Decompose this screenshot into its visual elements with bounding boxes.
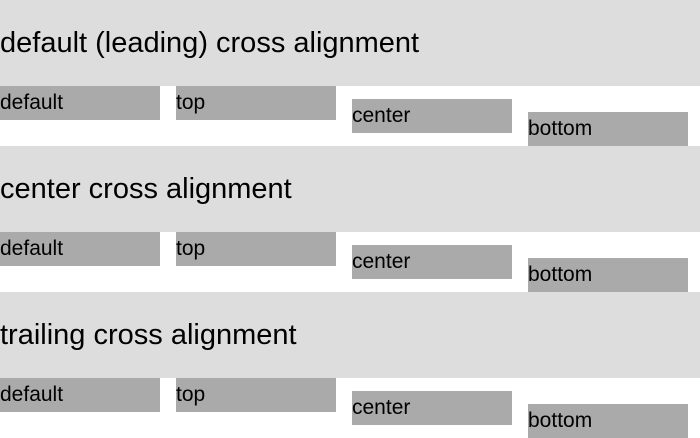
section-title: default (leading) cross alignment [0, 27, 420, 59]
item-label: bottom [528, 263, 593, 286]
item-bottom: bottom [528, 112, 688, 146]
item-label: top [176, 383, 206, 406]
item-label: center [352, 396, 411, 419]
section-trailing: trailing cross alignment default top cen… [0, 292, 700, 438]
item-label: center [352, 250, 411, 273]
item-label: center [352, 104, 411, 127]
alignment-row: default top center bottom [0, 86, 700, 146]
item-center: center [352, 99, 512, 133]
section-title: trailing cross alignment [0, 319, 297, 351]
item-top: top [176, 232, 336, 266]
item-default: default [0, 86, 160, 120]
item-label: default [0, 237, 64, 260]
item-label: top [176, 237, 206, 260]
section-header: center cross alignment [0, 146, 700, 232]
section-leading: default (leading) cross alignment defaul… [0, 0, 700, 146]
item-center: center [352, 245, 512, 279]
item-center: center [352, 391, 512, 425]
section-center: center cross alignment default top cente… [0, 146, 700, 292]
item-label: top [176, 91, 206, 114]
item-label: default [0, 91, 64, 114]
alignment-row: default top center bottom [0, 378, 700, 438]
item-label: bottom [528, 117, 593, 140]
item-default: default [0, 232, 160, 266]
section-header: default (leading) cross alignment [0, 0, 700, 86]
item-label: bottom [528, 409, 593, 432]
item-label: default [0, 383, 64, 406]
item-top: top [176, 86, 336, 120]
section-header: trailing cross alignment [0, 292, 700, 378]
item-bottom: bottom [528, 404, 688, 438]
section-title: center cross alignment [0, 173, 292, 205]
item-default: default [0, 378, 160, 412]
item-top: top [176, 378, 336, 412]
item-bottom: bottom [528, 258, 688, 292]
alignment-row: default top center bottom [0, 232, 700, 292]
